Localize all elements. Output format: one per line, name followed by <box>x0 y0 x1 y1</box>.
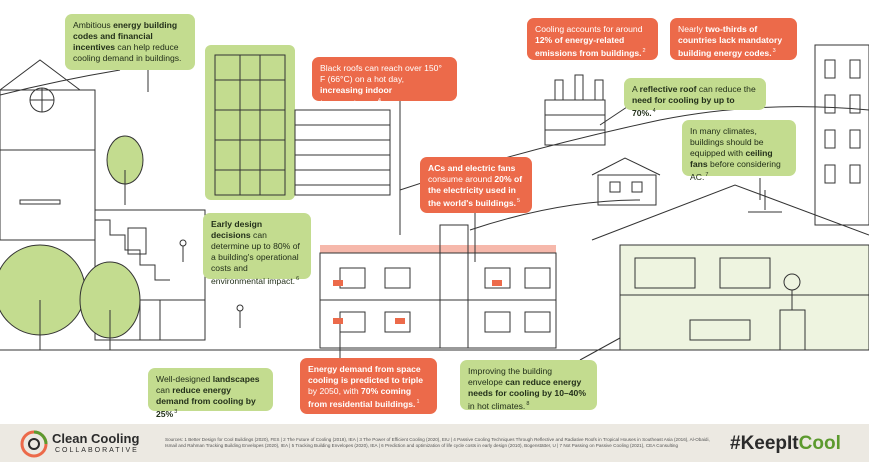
callout-text: by 2050, with <box>308 386 362 396</box>
callout-text: Cooling accounts for around <box>535 24 643 34</box>
callout-emissions: Cooling accounts for around 12% of energ… <box>527 18 658 60</box>
glass-building <box>294 109 391 196</box>
sources-text: Sources: 1 Better Design for Cool Buildi… <box>165 437 710 449</box>
apartment-building <box>319 224 557 349</box>
callout-bold: reduce energy demand from cooling by 25% <box>156 385 256 419</box>
callout-black-roofs: Black roofs can reach over 150° F (66°C)… <box>312 57 457 108</box>
callout-text: Nearly <box>678 24 706 34</box>
interior-house <box>591 184 869 351</box>
person-icon <box>179 239 187 262</box>
right-tower <box>814 44 869 226</box>
hashtag: #KeepItCool <box>730 433 841 455</box>
footnote-ref: 5 <box>516 198 521 204</box>
callout-bold: landscapes <box>212 374 260 384</box>
callout-bold: can reduce energy needs for cooling by 1… <box>468 377 586 398</box>
callout-text: A <box>632 84 640 94</box>
hill-line <box>0 69 121 96</box>
callout-envelope: Improving the building envelope can redu… <box>460 360 597 411</box>
footnote-ref: 4 <box>377 98 381 104</box>
callout-ceiling-fans: In many climates, buildings should be eq… <box>682 120 796 182</box>
logo-title: Clean Cooling <box>52 431 140 446</box>
callout-text: can <box>156 385 173 395</box>
callout-bold: Early design decisions <box>211 219 263 240</box>
footnote-ref: 3 <box>174 409 178 415</box>
tree-icon <box>0 244 141 350</box>
callout-text: Well-designed <box>156 374 213 384</box>
callout-bold: 70% coming from residential buildings. <box>308 386 416 409</box>
callout-bold: need for cooling by up to 70%. <box>632 95 735 118</box>
callout-text: can help reduce cooling demand in buildi… <box>73 42 182 63</box>
callout-triple: Energy demand from space cooling is pred… <box>300 358 437 414</box>
callout-landscapes: Well-designed landscapes can reduce ener… <box>148 368 273 419</box>
callout-bold: two-thirds of countries lack mandatory b… <box>678 24 783 58</box>
callout-text: Black roofs can reach over 150° F (66°C)… <box>320 63 442 84</box>
footnote-ref: 3 <box>772 48 776 54</box>
callout-bold: reflective roof <box>639 84 697 94</box>
tree-icon <box>106 135 144 205</box>
callout-text: In many climates, buildings should be eq… <box>690 126 764 158</box>
footer-bar <box>0 424 869 462</box>
green-tower <box>205 45 295 200</box>
callout-text: can determine up to 80% of a building's … <box>211 230 300 286</box>
callout-text: Improving the building envelope <box>468 366 553 387</box>
left-house <box>0 59 96 241</box>
callout-text: in hot climates. <box>468 400 526 411</box>
hashtag-accent: Cool <box>798 433 841 454</box>
footnote-ref: 2 <box>642 48 646 54</box>
logo-mark-icon <box>20 430 48 458</box>
callout-two-thirds: Nearly two-thirds of countries lack mand… <box>670 18 797 60</box>
hashtag-text: #KeepIt <box>730 433 799 454</box>
ceiling-fan-icon <box>748 190 782 213</box>
callout-text: can reduce the <box>696 84 756 94</box>
callout-reflective-roof: A reflective roof can reduce the need fo… <box>624 78 766 118</box>
callout-text: before considering AC. <box>690 159 781 182</box>
footnote-ref: 7 <box>705 172 709 178</box>
person-icon <box>236 304 244 328</box>
callout-bold: 12% of energy-related emissions from bui… <box>535 35 642 58</box>
footnote-ref: 8 <box>526 401 530 407</box>
footnote-ref: 6 <box>296 276 300 282</box>
callout-bold: increasing indoor temperatures. <box>320 85 393 108</box>
callout-bold: Energy demand from space cooling is pred… <box>308 364 424 385</box>
footnote-ref: 1 <box>416 399 420 405</box>
callout-text: consume around <box>428 174 495 184</box>
footnote-ref: 4 <box>652 108 656 114</box>
callout-text: Ambitious <box>73 20 114 30</box>
hill-line <box>469 199 641 231</box>
callout-energy-codes: Ambitious energy building codes and fina… <box>65 14 195 70</box>
logo-subtitle: COLLABORATIVE <box>55 447 139 454</box>
standing-fan-icon <box>783 273 801 310</box>
callout-bold: 20% of the electricity used in the world… <box>428 174 523 208</box>
callout-bold: energy building codes and financial ince… <box>73 20 178 52</box>
callout-acs-fans: ACs and electric fans consume around 20%… <box>420 157 532 213</box>
leader-lines <box>147 70 761 361</box>
callout-bold: ceiling fans <box>690 148 773 169</box>
callout-design-decisions: Early design decisions can determine up … <box>203 213 311 286</box>
callout-bold: ACs and electric fans <box>428 163 516 173</box>
hill-house <box>591 157 661 206</box>
factory-icon <box>544 74 606 146</box>
